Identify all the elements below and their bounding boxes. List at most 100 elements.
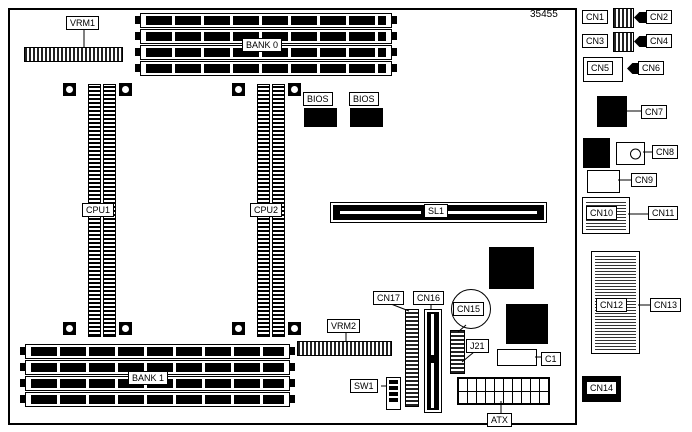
- cn5-label: CN5: [587, 61, 614, 75]
- cn7-label: CN7: [641, 105, 668, 119]
- atx-pin: [531, 379, 539, 391]
- cpu2-bracket: [232, 83, 245, 96]
- dimm-pins: [146, 48, 386, 57]
- sl1-key: [339, 210, 422, 214]
- dip-switch-pole: [389, 380, 398, 384]
- part-number: 35455: [530, 9, 558, 20]
- cn16-key: [431, 363, 434, 408]
- bios-chip: [350, 108, 383, 127]
- atx-pin: [513, 379, 521, 391]
- c1-label: C1: [541, 352, 561, 366]
- cn16-slot-body: [427, 312, 439, 410]
- sl1-key: [434, 210, 538, 214]
- cpu2-label: CPU2: [250, 203, 283, 217]
- bios-right-label: BIOS: [349, 92, 379, 106]
- dimm-slot: [20, 344, 295, 359]
- atx-pin: [468, 391, 476, 403]
- atx-pin: [459, 391, 467, 403]
- cn2-label: CN2: [646, 10, 673, 24]
- cpu2-bracket: [288, 322, 301, 335]
- dimm-pins: [31, 347, 284, 356]
- atx-pin: [522, 379, 530, 391]
- cpu1-bracket: [63, 83, 76, 96]
- dimm-slot: [20, 392, 295, 407]
- cn9-connector: [587, 170, 620, 193]
- cn6-label: CN6: [638, 61, 665, 75]
- cn16-slot: [424, 309, 442, 413]
- cn3-connector: [613, 32, 634, 52]
- cn8-connector: [583, 138, 610, 168]
- sw1-dip-switch: [386, 377, 401, 410]
- cpu1-label: CPU1: [82, 203, 115, 217]
- cn16-label: CN16: [413, 291, 445, 305]
- plug-arrow-icon: [627, 63, 639, 74]
- bank1-label: BANK 1: [128, 371, 169, 385]
- bank0-label: BANK 0: [242, 38, 283, 52]
- cpu1-bracket: [63, 322, 76, 335]
- atx-label: ATX: [487, 413, 512, 427]
- plug-arrow-icon: [634, 36, 646, 47]
- chipset-ic: [489, 247, 534, 289]
- j21-label: J21: [466, 339, 489, 353]
- atx-pin: [477, 379, 485, 391]
- dimm-slot: [135, 13, 397, 28]
- bios-left-label: BIOS: [303, 92, 333, 106]
- cn4-label: CN4: [646, 34, 673, 48]
- atx-pin: [477, 391, 485, 403]
- cn16-key: [431, 314, 434, 355]
- cn17-label: CN17: [373, 291, 405, 305]
- atx-pin: [504, 391, 512, 403]
- cn13-label: CN13: [650, 298, 682, 312]
- dimm-pins: [31, 395, 284, 404]
- dip-switch-pole: [389, 392, 398, 396]
- atx-pin: [495, 391, 503, 403]
- atx-pin: [504, 379, 512, 391]
- dip-switch-pole: [389, 386, 398, 390]
- dimm-pins: [146, 64, 386, 73]
- cpu2-bracket: [232, 322, 245, 335]
- cn14-label: CN14: [586, 381, 618, 395]
- cn15-connector: [450, 330, 465, 374]
- dimm-pins: [146, 16, 386, 25]
- bios-chip: [304, 108, 337, 127]
- sw1-label: SW1: [350, 379, 378, 393]
- dimm-pins: [146, 32, 386, 41]
- cn3-label: CN3: [582, 34, 609, 48]
- cpu1-bracket: [119, 83, 132, 96]
- atx-pin: [486, 379, 494, 391]
- vrm1-label: VRM1: [66, 16, 100, 30]
- atx-pin: [486, 391, 494, 403]
- dip-switch-pole: [389, 398, 398, 402]
- cn10-label: CN10: [586, 206, 618, 220]
- cn8-jack: [616, 142, 645, 165]
- atx-pin: [495, 379, 503, 391]
- cn1-label: CN1: [582, 10, 609, 24]
- cn8-label: CN8: [652, 145, 679, 159]
- dimm-pins: [31, 363, 284, 372]
- vrm2-slot: [297, 341, 392, 356]
- plug-arrow-icon: [634, 12, 646, 23]
- atx-pin: [540, 391, 548, 403]
- cn15-label: CN15: [453, 302, 485, 316]
- sl1-label: SL1: [424, 204, 449, 218]
- atx-pin: [459, 379, 467, 391]
- cn11-label: CN11: [648, 206, 679, 220]
- cn7-connector: [597, 96, 627, 127]
- c1-component: [497, 349, 537, 366]
- dimm-slot: [135, 61, 397, 76]
- atx-pin: [531, 391, 539, 403]
- vrm1-slot: [24, 47, 123, 62]
- cn9-label: CN9: [631, 173, 658, 187]
- cn17-connector: [405, 309, 419, 407]
- atx-connector: [457, 377, 550, 405]
- atx-pin: [540, 379, 548, 391]
- vrm2-label: VRM2: [327, 319, 361, 333]
- cn1-connector: [613, 8, 634, 28]
- cn12-label: CN12: [596, 298, 628, 312]
- atx-pin: [468, 379, 476, 391]
- atx-pin: [522, 391, 530, 403]
- cpu1-bracket: [119, 322, 132, 335]
- atx-pin: [513, 391, 521, 403]
- chipset-ic: [506, 304, 548, 344]
